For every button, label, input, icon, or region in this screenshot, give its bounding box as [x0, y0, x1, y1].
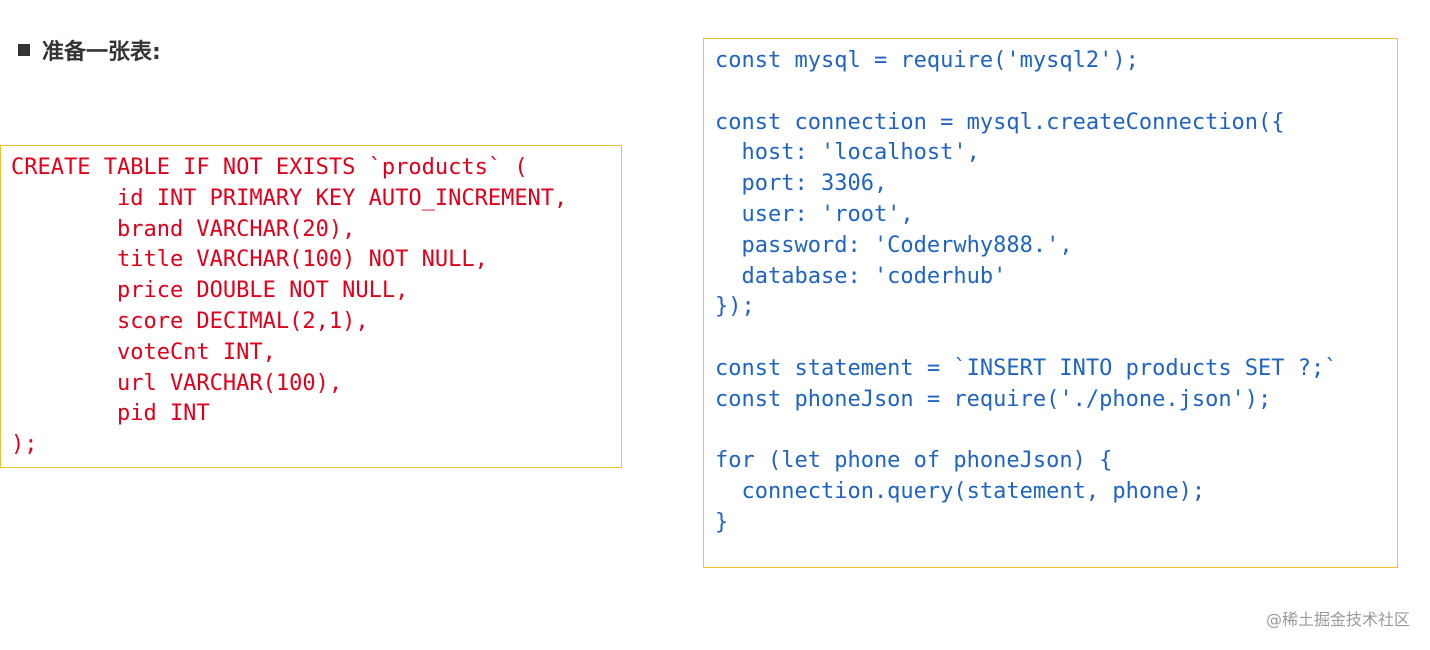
code-line: const connection = mysql.createConnectio…	[715, 109, 1285, 135]
code-line: database: 'coderhub'	[715, 263, 1007, 289]
code-line	[715, 416, 1338, 447]
code-line: host: 'localhost',	[715, 140, 980, 166]
code-line: price DOUBLE NOT NULL,	[11, 278, 409, 304]
code-line: );	[11, 432, 38, 458]
section-heading: 准备一张表:	[18, 34, 161, 66]
code-line: }	[715, 509, 729, 535]
code-line: brand VARCHAR(20),	[11, 216, 356, 242]
code-line: port: 3306,	[715, 171, 888, 197]
code-line: const phoneJson = require('./phone.json'…	[715, 386, 1272, 412]
code-line: for (let phone of phoneJson) {	[715, 448, 1113, 474]
code-line: connection.query(statement, phone);	[715, 479, 1206, 505]
square-bullet-icon	[18, 44, 30, 56]
code-line: url VARCHAR(100),	[11, 370, 343, 396]
code-line: password: 'Coderwhy888.',	[715, 232, 1073, 258]
code-line: id INT PRIMARY KEY AUTO_INCREMENT,	[11, 185, 568, 211]
code-line	[715, 323, 1338, 354]
js-code-box: const mysql = require('mysql2'); const co…	[703, 38, 1398, 568]
watermark: @稀土掘金技术社区	[1265, 610, 1410, 629]
code-line: });	[715, 294, 755, 320]
sql-code-block: CREATE TABLE IF NOT EXISTS `products` ( …	[11, 153, 567, 461]
code-line: score DECIMAL(2,1),	[11, 308, 369, 334]
code-line	[715, 77, 1338, 108]
code-line: const mysql = require('mysql2');	[715, 48, 1139, 73]
sql-code-box: CREATE TABLE IF NOT EXISTS `products` ( …	[0, 145, 622, 468]
code-line: pid INT	[11, 401, 210, 427]
heading-text: 准备一张表:	[42, 40, 161, 65]
code-line: title VARCHAR(100) NOT NULL,	[11, 247, 488, 273]
code-line: user: 'root',	[715, 201, 914, 227]
code-line: voteCnt INT,	[11, 339, 276, 365]
code-line: const statement = `INSERT INTO products …	[715, 355, 1338, 381]
js-code-block: const mysql = require('mysql2'); const co…	[715, 46, 1338, 539]
code-line: CREATE TABLE IF NOT EXISTS `products` (	[11, 155, 528, 180]
